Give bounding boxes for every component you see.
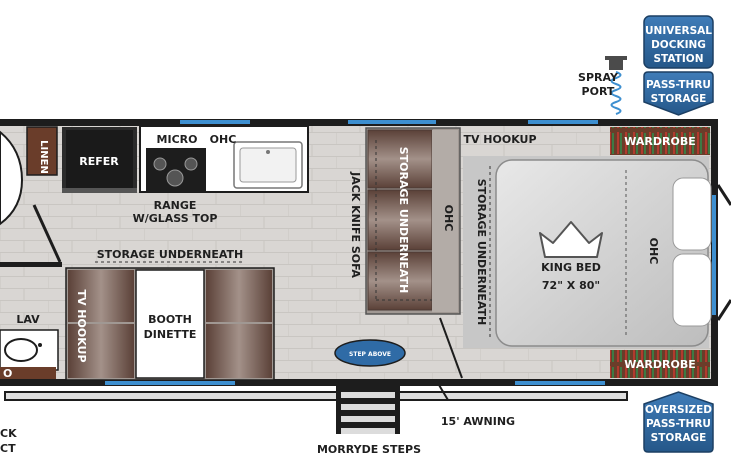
spray-port-label-1: SPRAY (578, 71, 619, 84)
sofa-floor-line (439, 317, 463, 379)
windows (105, 120, 716, 385)
svg-text:STEP ABOVE: STEP ABOVE (349, 351, 391, 358)
jack-fragment-label-1: CK (0, 427, 17, 440)
oversized-storage-badge (643, 391, 714, 453)
refrigerator (62, 127, 137, 193)
bathroom (0, 130, 62, 379)
range-label-1: RANGE (154, 199, 197, 212)
jack-fragment-label-2: CT (0, 442, 16, 455)
wardrobe-bottom-label: WARDROBE (624, 358, 695, 371)
tv-hookup-dinette-label: TV HOOKUP (75, 289, 88, 362)
awning-bar (4, 391, 628, 401)
oversized-label-2: PASS-THRU (646, 418, 711, 430)
lav-label: LAV (16, 313, 40, 326)
micro-label: MICRO (157, 133, 198, 146)
bed-ohc-label: OHC (647, 238, 660, 265)
spray-port-coil (605, 56, 627, 115)
entry-steps (336, 384, 400, 434)
steps-label: MORRYDE STEPS (317, 443, 421, 456)
passthru-label-2: STORAGE (651, 93, 707, 105)
booth-dinette (65, 261, 275, 381)
spray-port-label-2: PORT (582, 85, 615, 98)
crown-icon (539, 221, 603, 258)
linen-closet (26, 126, 58, 176)
wardrobe-top-label: WARDROBE (624, 135, 695, 148)
awning-label: 15' AWNING (441, 415, 515, 428)
docking-station-badge: UNIVERSAL DOCKING STATION (643, 15, 714, 69)
tv-hookup-bed-label: TV HOOKUP (463, 133, 536, 146)
dinette-storage-label: STORAGE UNDERNEATH (97, 248, 243, 261)
pillow-bottom (672, 253, 712, 327)
pillow-top (672, 177, 712, 251)
ohc-kitchen-label: OHC (210, 133, 237, 146)
king-bed-label: KING BED (541, 261, 601, 274)
step-above-logo: STEP ABOVE (334, 339, 406, 367)
linen-label: LINEN (38, 140, 49, 174)
dinette-label-2: DINETTE (144, 328, 197, 341)
passthru-label-1: PASS-THRU (646, 79, 711, 91)
oversized-label-1: OVERSIZED (645, 404, 712, 416)
oversized-label-3: STORAGE (651, 432, 707, 444)
awning-arm (435, 379, 449, 401)
wardrobe-top (610, 127, 710, 155)
svg-text:DOCKING: DOCKING (651, 39, 706, 51)
bath-fragment-label: O (3, 367, 12, 380)
bed-storage-label: STORAGE UNDERNEATH (475, 179, 488, 325)
refer-label: REFER (79, 155, 119, 168)
wardrobe-bottom (610, 350, 710, 378)
svg-text:UNIVERSAL: UNIVERSAL (645, 25, 712, 37)
sofa-ohc-label: OHC (442, 205, 455, 232)
sofa-storage-label: STORAGE UNDERNEATH (397, 147, 410, 293)
passthru-storage-badge (643, 71, 714, 116)
bed-size-label: 72" X 80" (542, 279, 600, 292)
svg-text:STATION: STATION (653, 53, 703, 65)
range-label-2: W/GLASS TOP (133, 212, 218, 225)
dinette-label-1: BOOTH (148, 313, 192, 326)
jack-knife-sofa (365, 127, 461, 315)
sofa-label: JACK KNIFE SOFA (349, 171, 362, 278)
kitchen-sink (233, 141, 303, 189)
hitch-nose (716, 184, 731, 321)
king-bed (495, 159, 709, 347)
